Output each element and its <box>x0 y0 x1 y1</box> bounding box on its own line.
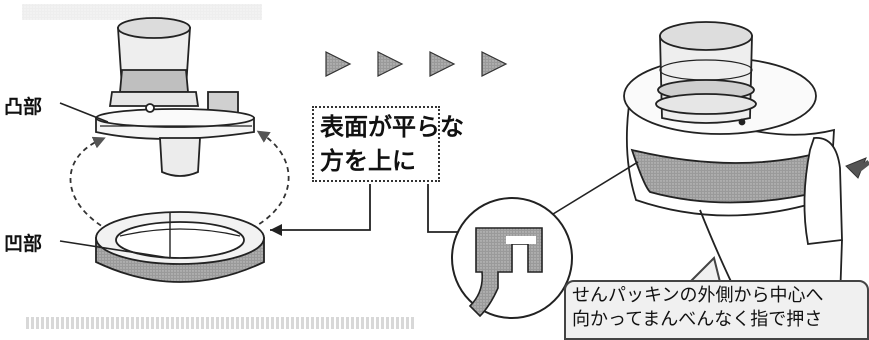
callout-top-line1: 表面が平らな <box>320 113 464 141</box>
instruction-diagram <box>22 4 869 319</box>
callout-bottom-line1: せんパッキンの外側から中心へ <box>572 285 824 306</box>
convex-label: 凸部 <box>4 96 43 118</box>
cap-assembly-illustration <box>95 17 255 177</box>
press-arrow-shaft <box>854 160 869 174</box>
callout-pointer <box>687 256 722 283</box>
callout-to-ring-line <box>270 184 371 231</box>
flat-side-up-callout: 表面が平らな 方を上に <box>312 106 464 182</box>
callout-to-ring-arrowhead <box>270 224 282 236</box>
packing-ring-illustration <box>95 211 265 283</box>
step-arrow-1 <box>325 51 352 77</box>
concave-leader-line <box>59 240 171 259</box>
callout-bottom-line2: 向かってまんべんなく指で押さ <box>572 309 823 330</box>
profile-magnifier <box>451 161 639 319</box>
faded-header-strip <box>22 4 262 20</box>
step-arrows <box>325 51 508 77</box>
callout-top-line2: 方を上に <box>320 147 416 175</box>
convex-leader-line <box>59 102 109 123</box>
step-arrow-3 <box>429 51 456 77</box>
faded-footer-strip <box>26 317 414 329</box>
step-arrow-2 <box>377 51 404 77</box>
step-arrow-4 <box>481 51 508 77</box>
concave-label: 凹部 <box>4 233 43 255</box>
press-instruction-callout: せんパッキンの外側から中心へ 向かってまんべんなく指で押さ <box>564 280 869 340</box>
bottle-illustration <box>623 21 835 217</box>
